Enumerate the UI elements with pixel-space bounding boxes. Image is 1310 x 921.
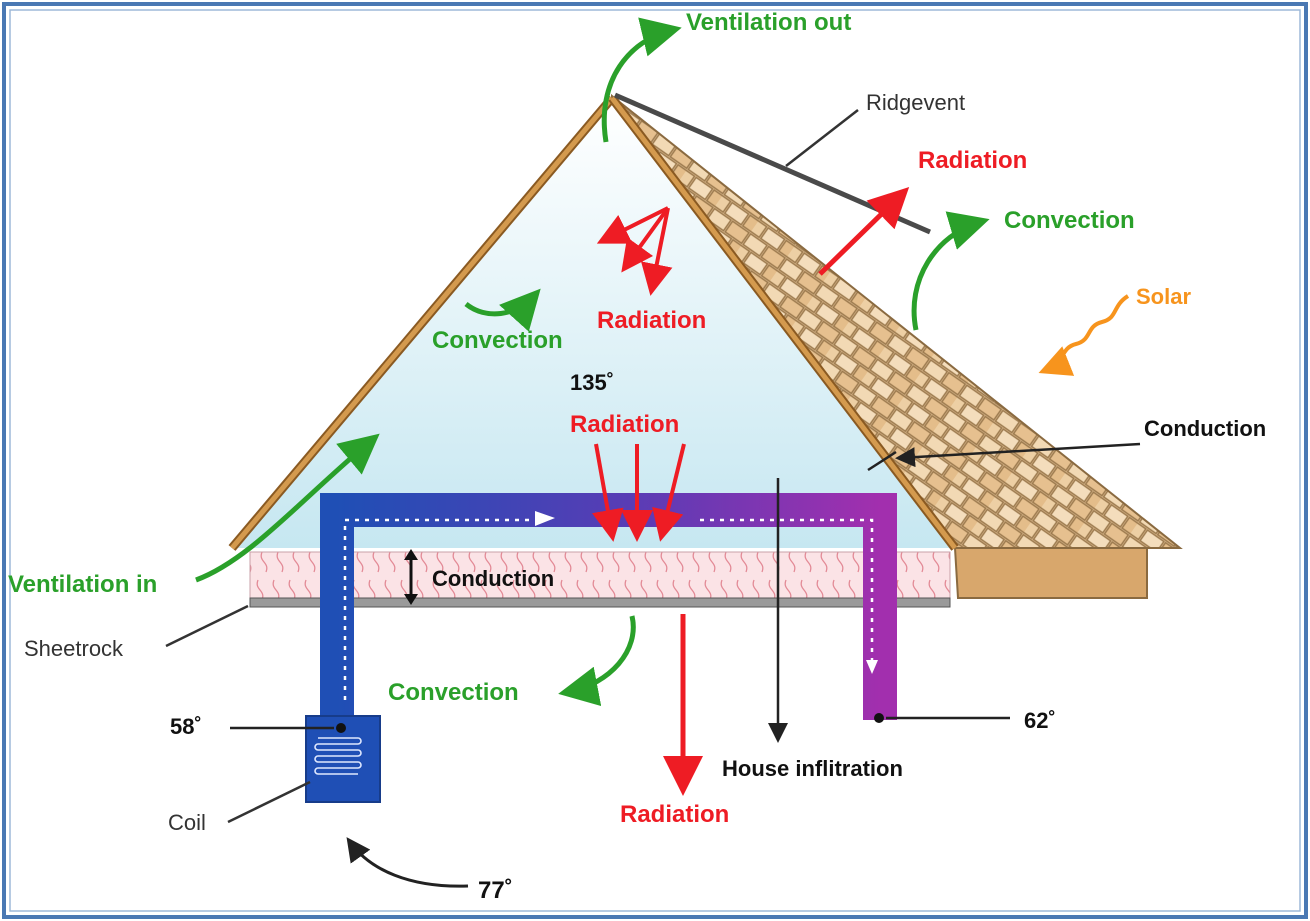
ventilation-out-arrow bbox=[601, 17, 682, 143]
label-radiation-room: Radiation bbox=[620, 801, 729, 828]
label-sheetrock: Sheetrock bbox=[24, 636, 124, 661]
roof-conduction-tick bbox=[867, 450, 897, 472]
label-temp-return: 62˚ bbox=[1024, 708, 1056, 733]
label-house-infiltration: House inflitration bbox=[722, 756, 903, 781]
duct-flow-arrow-right bbox=[866, 660, 878, 674]
duct-flow-arrow-top bbox=[535, 511, 555, 526]
label-conduction-roof: Conduction bbox=[1144, 416, 1266, 441]
label-ridgevent: Ridgevent bbox=[866, 90, 965, 115]
right-rafter-highlight bbox=[610, 96, 957, 550]
label-convection-attic: Convection bbox=[432, 327, 563, 354]
coil-icon bbox=[314, 737, 362, 775]
sheetrock-leader bbox=[165, 604, 249, 648]
radiation-down-arrows bbox=[592, 443, 686, 542]
insulation-layer bbox=[249, 551, 951, 599]
sheetrock-layer bbox=[249, 597, 951, 608]
label-solar: Solar bbox=[1136, 284, 1191, 309]
coil-sensor-dot bbox=[336, 723, 346, 733]
label-convection-room: Convection bbox=[388, 679, 519, 706]
room-temp-arrow bbox=[346, 837, 469, 888]
label-radiation-attic: Radiation bbox=[597, 307, 706, 334]
label-temp-coil-in: 58˚ bbox=[170, 714, 202, 739]
label-convection-roof: Convection bbox=[1004, 207, 1135, 234]
solar-arrow bbox=[1038, 294, 1130, 376]
label-conduction-ceiling: Conduction bbox=[432, 566, 554, 591]
coil-leader bbox=[227, 780, 311, 824]
ceiling-conduction-head-up bbox=[404, 549, 418, 560]
label-ventilation-in: Ventilation in bbox=[8, 571, 157, 598]
roof-radiation-arrow bbox=[818, 187, 910, 276]
room-convection-arrow bbox=[558, 615, 636, 707]
duct-inner-flow bbox=[343, 518, 874, 700]
eave-box bbox=[953, 547, 1148, 599]
ceiling-conduction-head-down bbox=[404, 594, 418, 605]
roof-convection-arrow bbox=[911, 211, 990, 331]
label-ventilation-out: Ventilation out bbox=[686, 9, 851, 36]
label-temp-room: 77˚ bbox=[478, 877, 513, 904]
attic-radiation-fan bbox=[596, 206, 673, 296]
return-sensor-dot bbox=[874, 713, 884, 723]
label-coil: Coil bbox=[168, 810, 206, 835]
label-radiation-down: Radiation bbox=[570, 411, 679, 438]
attic-space bbox=[236, 102, 955, 548]
frame-border-inner bbox=[9, 9, 1301, 912]
ventilation-in-arrow bbox=[195, 433, 380, 583]
attic-convection-arrow bbox=[464, 288, 541, 332]
ridgevent-leader bbox=[785, 109, 859, 167]
label-temp-attic: 135˚ bbox=[570, 370, 614, 395]
label-radiation-roof: Radiation bbox=[918, 147, 1027, 174]
roof-conduction-leader bbox=[895, 442, 1141, 468]
left-rafter-highlight bbox=[230, 96, 614, 550]
